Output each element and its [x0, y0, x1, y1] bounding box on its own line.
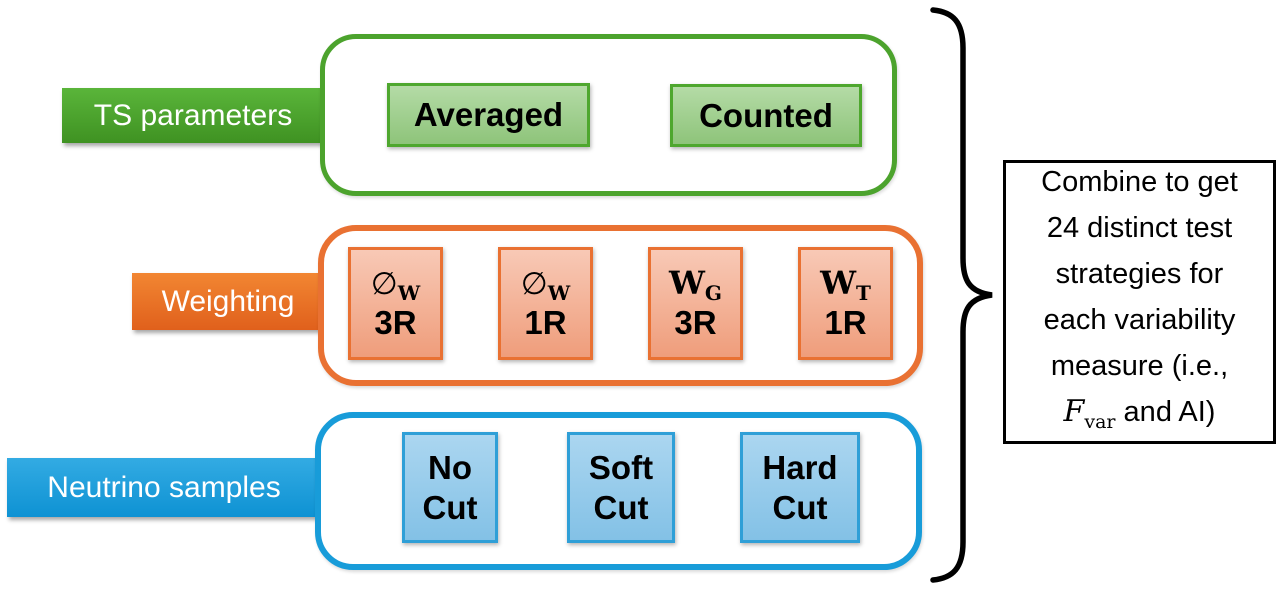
symbol-subscript: W — [397, 281, 421, 306]
option-averaged: Averaged — [387, 83, 590, 147]
row-label-text: TS parameters — [93, 98, 293, 132]
option-line1: No — [428, 448, 472, 486]
option-symbol-line: WG — [669, 265, 722, 305]
option-line2: Cut — [422, 488, 478, 526]
option-w-t-1r: WT 1R — [798, 247, 893, 360]
annotation-line: Combine to get — [1041, 166, 1238, 198]
option-soft-cut: Soft Cut — [567, 432, 675, 543]
annotation-line: strategies for — [1055, 258, 1224, 290]
w-symbol: W — [820, 264, 857, 303]
option-hard-cut: Hard Cut — [740, 432, 860, 543]
option-tag: 1R — [824, 304, 867, 342]
w-symbol: W — [668, 264, 705, 303]
symbol-subscript: T — [856, 281, 871, 306]
option-no-cut: No Cut — [402, 432, 498, 543]
annotation-formula-line: Fvar and AI) — [1064, 389, 1216, 445]
empty-set-symbol: ∅ — [520, 266, 548, 303]
option-tag: 3R — [374, 304, 417, 342]
curly-brace — [930, 7, 993, 583]
row-label-text: Neutrino samples — [47, 470, 281, 504]
option-line2: Cut — [772, 488, 828, 526]
option-counted: Counted — [670, 84, 862, 147]
annotation-line: each variability — [1043, 304, 1236, 336]
row-label-ts-parameters: TS parameters — [62, 88, 324, 143]
option-label: Counted — [699, 96, 833, 134]
option-label: Averaged — [413, 96, 564, 134]
row-label-text: Weighting — [161, 284, 295, 318]
symbol-subscript: G — [704, 281, 723, 306]
fvar-symbol: F — [1063, 394, 1085, 429]
option-w-g-3r: WG 3R — [648, 247, 743, 360]
option-line1: Hard — [762, 448, 838, 486]
option-tag: 1R — [524, 304, 567, 342]
row-label-weighting: Weighting — [132, 273, 324, 330]
option-phi-w-1r: ∅W 1R — [498, 247, 593, 360]
annotation-line: 24 distinct test — [1046, 212, 1233, 244]
option-phi-w-3r: ∅W 3R — [348, 247, 443, 360]
empty-set-symbol: ∅ — [370, 266, 398, 303]
combine-annotation-box: Combine to get 24 distinct test strategi… — [1003, 160, 1276, 444]
fvar-subscript: var — [1084, 411, 1116, 433]
symbol-subscript: W — [547, 281, 571, 306]
option-line2: Cut — [593, 488, 649, 526]
annotation-line: measure (i.e., — [1050, 350, 1229, 382]
row-label-neutrino-samples: Neutrino samples — [7, 458, 321, 517]
formula-suffix: and AI) — [1115, 396, 1216, 428]
option-line1: Soft — [588, 448, 654, 486]
option-symbol-line: WT — [820, 265, 871, 305]
option-tag: 3R — [674, 304, 717, 342]
option-symbol-line: ∅W — [521, 265, 570, 305]
option-symbol-line: ∅W — [371, 265, 420, 305]
